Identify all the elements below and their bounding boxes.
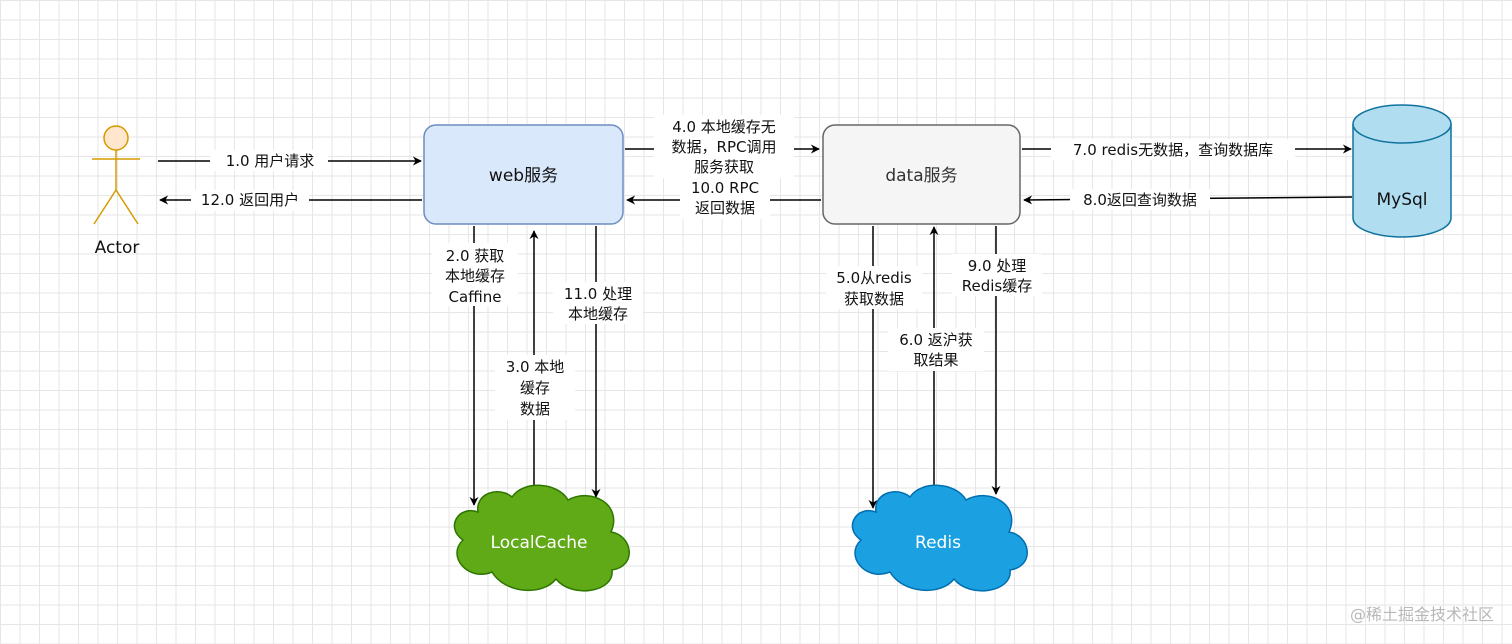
edge-label-7: 7.0 redis无数据，查询数据库 [1051,139,1295,160]
data-service-node[interactable]: data服务 [822,124,1021,225]
web-service-label: web服务 [489,166,558,186]
edge-label-text: 6.0 返沪获 [899,331,973,349]
edge-label-8: 8.0返回查询数据 [1070,189,1210,210]
mysql-node[interactable]: MySql [1352,104,1452,238]
edge-label-2: 2.0 获取 本地缓存 Caffine [432,243,518,306]
edge-label-text: 3.0 本地 [506,358,565,376]
local-cache-node[interactable]: LocalCache [453,484,630,592]
actor-label: Actor [95,238,140,258]
edge-label-text: 9.0 处理 [968,257,1027,275]
edge-label-text: 取结果 [913,351,958,369]
edge-label-text: 8.0返回查询数据 [1083,191,1197,209]
edge-label-text: 获取数据 [844,290,904,308]
edge-label-text: 5.0从redis [836,269,912,287]
edge-labels: 1.0 用户请求 12.0 返回用户 7.0 redis无数据，查询数据库 8.… [191,115,1295,420]
cloud-icon [851,484,1028,592]
edge-label-text: 数据，RPC调用 [672,138,777,156]
watermark: @稀土掘金技术社区 [1350,605,1494,624]
edge-label-text: 12.0 返回用户 [201,191,299,209]
edge-label-9: 9.0 处理 Redis缓存 [952,254,1042,296]
edge-label-1: 1.0 用户请求 [210,150,328,171]
edge-label-text: 10.0 RPC [691,179,759,197]
mysql-label: MySql [1376,190,1427,210]
edge-label-text: 7.0 redis无数据，查询数据库 [1073,141,1273,159]
edge-label-11: 11.0 处理 本地缓存 [553,282,643,324]
edge-label-text: Redis缓存 [962,277,1032,295]
edge-label-5: 5.0从redis 获取数据 [826,266,922,309]
edge-label-text: 4.0 本地缓存无 [672,118,776,136]
edge-label-text: 服务获取 [694,158,754,176]
redis-node[interactable]: Redis [851,484,1028,592]
edge-label-text: 2.0 获取 [446,247,505,265]
web-service-node[interactable]: web服务 [423,124,624,225]
data-service-label: data服务 [885,166,957,186]
actor-node[interactable]: Actor [92,125,140,258]
edge-label-text: 缓存 [520,379,550,397]
edge-label-text: 1.0 用户请求 [226,152,315,170]
edge-label-6: 6.0 返沪获 取结果 [888,328,984,371]
redis-label: Redis [915,533,961,553]
actor-icon [92,125,140,225]
edge-label-text: 本地缓存 [568,305,628,323]
edge-label-text: Caffine [449,288,502,306]
local-cache-label: LocalCache [491,533,588,553]
edge-label-10: 10.0 RPC 返回数据 [680,178,770,219]
database-icon [1352,104,1452,238]
edge-label-text: 11.0 处理 [564,285,632,303]
edge-label-12: 12.0 返回用户 [191,190,309,211]
edge-label-text: 本地缓存 [445,267,505,285]
edge-label-text: 数据 [520,400,550,418]
edge-label-3: 3.0 本地 缓存 数据 [495,355,575,420]
edge-label-text: 返回数据 [695,199,755,217]
cloud-icon [453,484,630,592]
edge-label-4: 4.0 本地缓存无 数据，RPC调用 服务获取 [654,115,794,178]
